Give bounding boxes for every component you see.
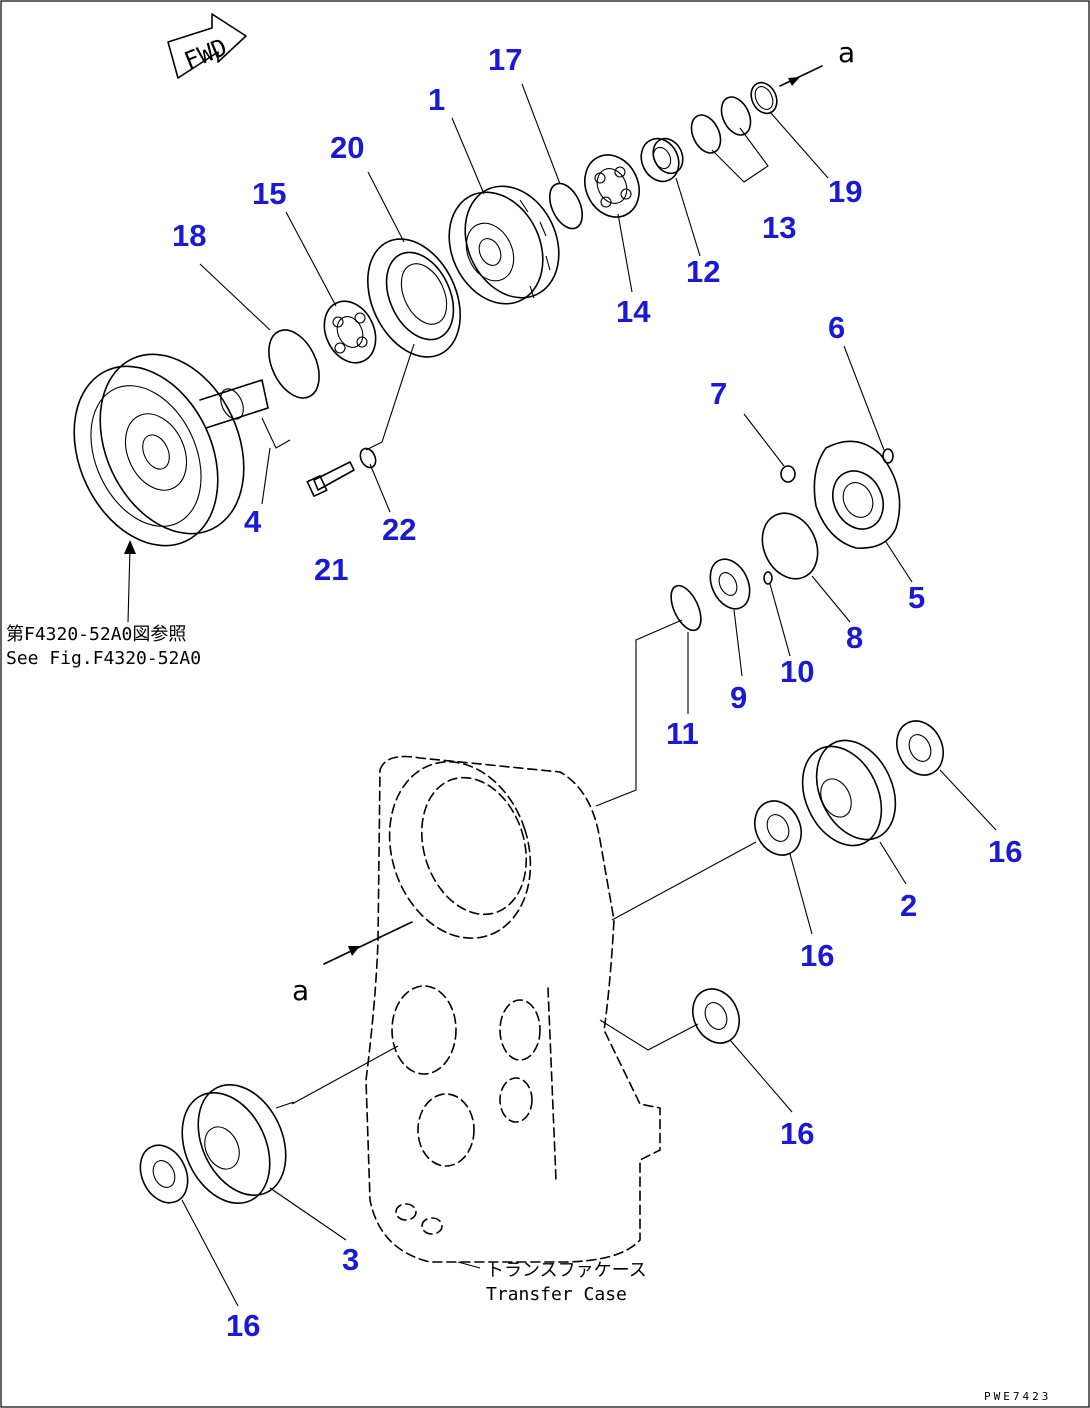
part-16-bearing-lower-right (692, 988, 740, 1044)
callout-16-lower-left: 16 (226, 1308, 260, 1343)
part-10-seal (763, 571, 773, 585)
part-13-shims (690, 96, 769, 183)
part-19-snap-ring (750, 81, 778, 115)
callout-9: 9 (730, 680, 747, 715)
assembly-line-16-mid (611, 841, 757, 921)
callout-6: 6 (828, 310, 845, 345)
assembly-line-16-lower (599, 1019, 699, 1051)
callout-16-upper-right: 16 (988, 834, 1022, 869)
reference-note-english: See Fig.F4320-52A0 (6, 648, 201, 669)
fwd-label: FWD (180, 33, 231, 75)
callout-5: 5 (908, 580, 925, 615)
callout-12: 12 (686, 254, 720, 289)
part-20-retainer (366, 238, 462, 358)
callout-18: 18 (172, 218, 206, 253)
callout-11: 11 (666, 716, 699, 751)
input-gear-assembly (73, 353, 269, 547)
callout-16-lower-right: 16 (780, 1116, 814, 1151)
callout-leaders (124, 83, 997, 1307)
part-3-gear (181, 1083, 295, 1205)
callout-14: 14 (616, 294, 651, 329)
reference-note-japanese: 第F4320-52A0図参照 (6, 624, 186, 645)
part-17-snap-ring (548, 182, 584, 230)
part-14-bearing (584, 154, 640, 218)
part-1-gear (448, 185, 560, 305)
part-15-bearing (323, 300, 377, 364)
callout-15: 15 (252, 176, 286, 211)
part-16-bearing-upper-right (896, 720, 944, 776)
drawing-code: PWE7423 (984, 1390, 1051, 1403)
reference-arrow-case: a (292, 921, 413, 1007)
part-12-collar (640, 137, 684, 183)
callout-16-mid-right: 16 (800, 938, 834, 973)
case-label-japanese: トランスファケース (486, 1260, 647, 1281)
callout-7: 7 (710, 376, 727, 411)
part-5-cover (813, 440, 901, 549)
part-7-pin (780, 465, 796, 483)
reference-arrow-top: a (779, 36, 855, 87)
case-label-english: Transfer Case (486, 1284, 627, 1305)
assembly-line-3 (291, 1045, 399, 1105)
callout-3: 3 (342, 1242, 359, 1277)
callout-2: 2 (900, 888, 917, 923)
callout-20: 20 (330, 130, 364, 165)
part-16-bearing-lower-left (139, 1144, 189, 1204)
callout-1: 1 (428, 82, 445, 117)
callout-21: 21 (314, 552, 348, 587)
part-9-bearing (709, 558, 751, 610)
fwd-direction-arrow: FWD (167, 13, 247, 79)
callout-8: 8 (846, 620, 863, 655)
part-6-plug (882, 448, 894, 464)
part-8-o-ring (761, 512, 819, 580)
part-16-bearing-mid-right (754, 800, 802, 856)
callout-4: 4 (244, 504, 262, 539)
part-2-gear (801, 739, 897, 847)
callout-17: 17 (488, 42, 522, 77)
part-11-snap-ring (670, 584, 702, 632)
transfer-case-outline (365, 755, 661, 1263)
reference-mark-case: a (292, 974, 309, 1007)
part-18-snap-ring (268, 329, 320, 399)
reference-mark-top: a (838, 36, 855, 69)
callout-13: 13 (762, 210, 796, 245)
part-21-bolt (306, 461, 355, 498)
assembly-line-11 (595, 619, 683, 807)
part-22-washer (359, 447, 377, 469)
callout-19: 19 (828, 174, 862, 209)
callout-22: 22 (382, 512, 416, 547)
callout-10: 10 (780, 654, 814, 689)
